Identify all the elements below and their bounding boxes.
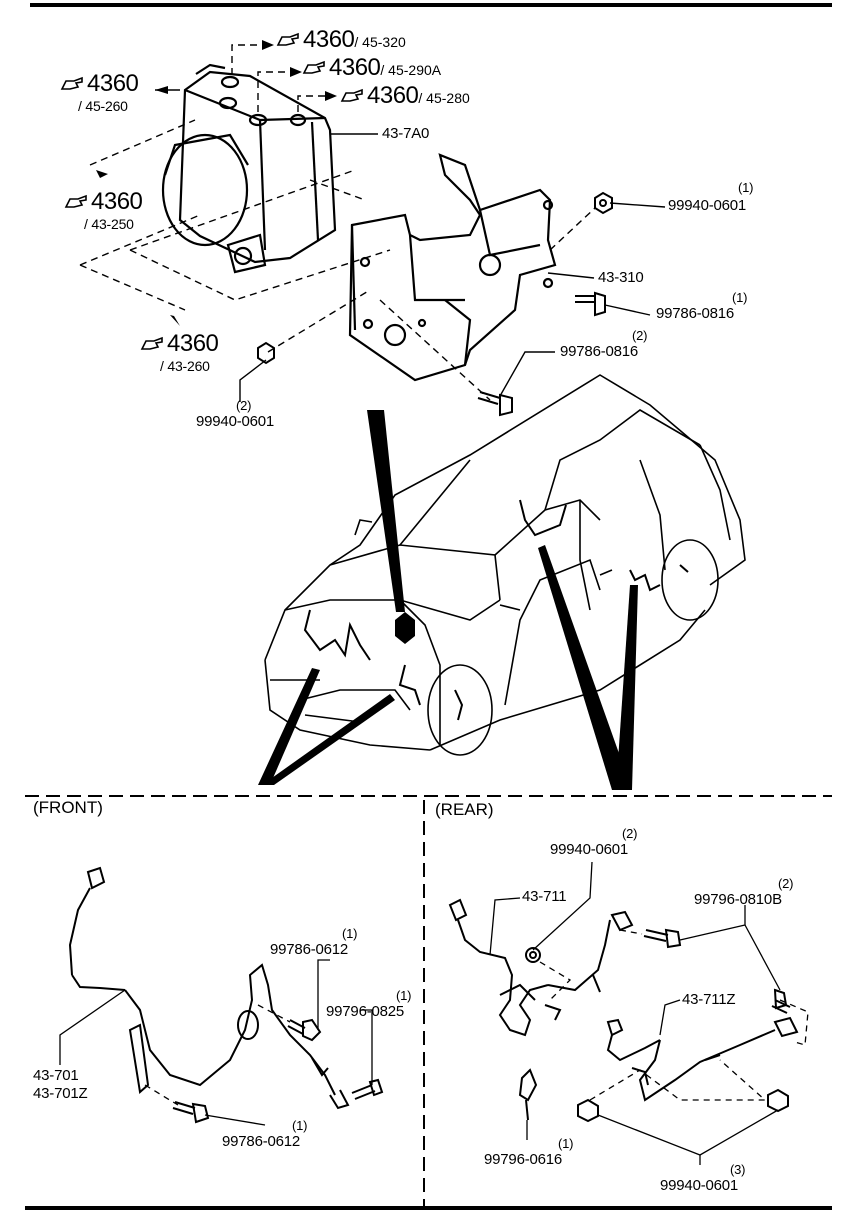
section-front-label: (FRONT) (33, 798, 103, 817)
hcu-unit (161, 63, 337, 274)
abs-location-marker (395, 612, 415, 644)
ref-num: 4360 (367, 82, 419, 109)
code: 99940-0601 (196, 413, 275, 430)
pointing-hand-icon (302, 60, 325, 74)
vehicle-wiring (303, 499, 689, 721)
qty: (2) (622, 826, 638, 841)
vehicle-outline (264, 374, 746, 756)
qty: (1) (396, 988, 412, 1003)
label-hcu: 43-7A0 (382, 125, 430, 142)
code: 99786-0816 (656, 305, 735, 322)
qty: (2) (778, 876, 794, 891)
code: 99796-0810B (694, 891, 782, 908)
ref-callout-45-280: 4360 / 45-280 (340, 84, 470, 108)
arrowheads (96, 40, 337, 326)
ref-sub: / 43-250 (84, 216, 134, 232)
ref-num: 4360 (303, 26, 355, 53)
qty: (1) (342, 926, 358, 941)
label-rear-sensor-l: 43-711 (522, 888, 567, 905)
qty: (1) (558, 1136, 574, 1151)
qty: (1) (292, 1118, 308, 1133)
qty: (1) (732, 290, 748, 305)
code: 99796-0825 (326, 1003, 405, 1020)
front-leaders (59, 959, 373, 1126)
rear-leaders (489, 861, 781, 1165)
qty: (2) (632, 328, 648, 343)
code: 99940-0601 (668, 197, 747, 214)
code: 99940-0601 (660, 1177, 739, 1194)
ref-callout-45-320: 4360 / 45-320 (276, 28, 406, 52)
callout-pointers (258, 410, 638, 790)
label-bracket: 43-310 (598, 269, 644, 286)
ref-num: 4360 (167, 330, 219, 357)
front-dashed (144, 1004, 291, 1106)
ref-sub: / 45-280 (418, 90, 470, 106)
ref-num: 4360 (87, 70, 139, 97)
ref-num: 4360 (91, 188, 143, 215)
qty: (3) (730, 1162, 746, 1177)
label-rear-sensor-r: 43-711Z (682, 991, 736, 1008)
pointing-hand-icon (340, 88, 363, 102)
ref-sub: / 45-290A (380, 62, 442, 78)
ref-callout-45-290a: 4360 / 45-290A (302, 56, 441, 80)
qty: (2) (236, 398, 252, 413)
code: 99786-0612 (222, 1133, 301, 1150)
assembly-lines-upper (79, 44, 596, 401)
part-b: 43-701Z (33, 1085, 88, 1102)
section-rear-label: (REAR) (435, 800, 494, 819)
pointing-hand-icon (140, 336, 163, 350)
code: 99940-0601 (550, 841, 629, 858)
qty: (1) (738, 180, 754, 195)
part-a: 43-701 (33, 1067, 79, 1084)
fasteners-upper (257, 191, 613, 417)
ref-num: 4360 (329, 54, 381, 81)
pointing-hand-icon (60, 76, 83, 90)
pointing-hand-icon (64, 194, 87, 208)
bracket (348, 153, 557, 382)
ref-sub: / 43-260 (160, 358, 210, 374)
ref-sub: / 45-260 (78, 98, 128, 114)
ref-sub: / 45-320 (354, 34, 406, 50)
code: 99796-0616 (484, 1151, 563, 1168)
front-wheel-speed-sensor (68, 866, 384, 1124)
rear-wheel-speed-sensors (448, 898, 799, 1123)
code: 99786-0612 (270, 941, 349, 958)
rear-dashed (539, 929, 809, 1101)
code: 99786-0816 (560, 343, 639, 360)
pointing-hand-icon (276, 32, 299, 46)
